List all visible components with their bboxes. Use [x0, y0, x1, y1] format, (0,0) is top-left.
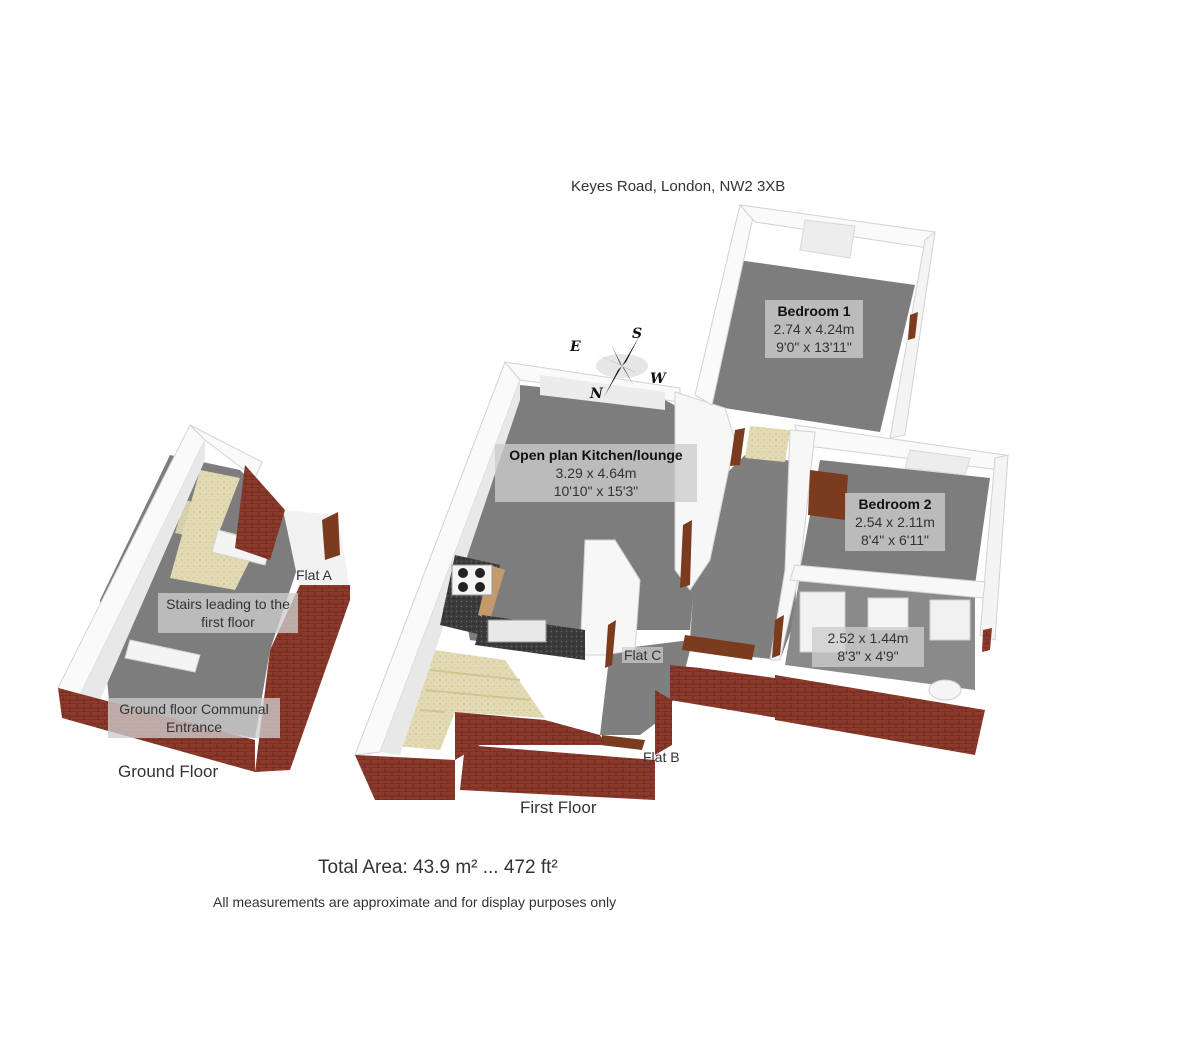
landing-carpet	[745, 426, 790, 462]
first-brick-bay	[670, 665, 790, 720]
bedroom1-name: Bedroom 1	[777, 303, 851, 319]
kitchen-sink	[487, 619, 547, 643]
kitchen-hob	[451, 564, 493, 596]
first-floor-label: First Floor	[520, 798, 597, 817]
door-threshold	[682, 635, 755, 660]
compass-north: N	[590, 386, 603, 402]
bedroom1-metric: 2.74 x 4.24m	[773, 321, 855, 337]
bedroom1-label: Bedroom 1 2.74 x 4.24m 9'0" x 13'11"	[765, 300, 863, 358]
bathroom-cabinet	[929, 599, 971, 641]
ground-wall-left-face	[80, 440, 205, 700]
bedroom1-imperial: 9'0" x 13'11"	[776, 339, 852, 355]
door-bathroom	[772, 615, 784, 658]
door-bedroom1	[730, 428, 745, 466]
disclaimer: All measurements are approximate and for…	[213, 894, 617, 910]
bathroom-wall	[789, 564, 986, 599]
bedroom1-window	[799, 219, 856, 259]
stairs-line1: Stairs leading to the	[166, 596, 290, 612]
first-wall-window-top	[540, 375, 665, 410]
bedroom2-metric: 2.54 x 2.11m	[855, 514, 935, 530]
entrance-label: Ground floor Communal Entrance	[108, 698, 280, 738]
flat-c-label: Flat C	[622, 647, 664, 663]
total-area: Total Area: 43.9 m² ... 472 ft²	[318, 857, 558, 878]
bedroom2-wall-right	[979, 454, 1009, 641]
bathroom-metric: 2.52 x 1.44m	[827, 630, 909, 646]
bedroom2-imperial: 8'4" x 6'11"	[861, 532, 929, 548]
bedroom2-label: Bedroom 2 2.54 x 2.11m 8'4" x 6'11"	[845, 493, 945, 551]
bedroom2-name: Bedroom 2	[858, 496, 932, 512]
kitchen-imperial: 10'10" x 15'3"	[553, 483, 639, 499]
ground-door	[322, 512, 340, 560]
hall-floor	[600, 455, 800, 735]
entrance-line2: Entrance	[165, 719, 223, 735]
first-brick-stair-side	[455, 712, 605, 760]
compass-south: S	[632, 326, 643, 342]
ground-brick-right	[235, 465, 285, 560]
bedroom2-window	[904, 449, 971, 476]
bathroom-label: 2.52 x 1.44m 8'3" x 4'9"	[812, 627, 924, 667]
first-brick-front-left	[355, 755, 455, 800]
kitchen-label: Open plan Kitchen/lounge 3.29 x 4.64m 10…	[495, 444, 697, 502]
door-kitchen	[680, 520, 692, 588]
flat-a-label: Flat A	[296, 567, 332, 583]
door-flat-c	[605, 620, 616, 668]
first-brick-front-long	[460, 745, 655, 800]
first-brick-flat-b	[655, 690, 672, 755]
first-wall-left-face	[380, 380, 520, 755]
property-address: Keyes Road, London, NW2 3XB	[571, 178, 786, 195]
bathroom-toilet	[928, 679, 962, 701]
compass-rose	[592, 335, 652, 397]
door-bedroom2	[808, 470, 848, 520]
kitchen-name: Open plan Kitchen/lounge	[509, 447, 683, 463]
bathroom-imperial: 8'3" x 4'9"	[837, 648, 899, 664]
first-brick-right	[775, 675, 985, 755]
ground-floor-label: Ground Floor	[118, 762, 219, 781]
bathroom-basin	[867, 597, 909, 631]
door-flat-b	[600, 735, 645, 750]
stairs-carpet-lower	[175, 500, 225, 540]
stairs-label: Stairs leading to the first floor	[158, 593, 298, 633]
ground-wall-mid	[124, 639, 201, 673]
door-bedroom1-right	[908, 312, 918, 340]
kitchen-metric: 3.29 x 4.64m	[555, 465, 637, 481]
hall-wall-right	[769, 429, 816, 661]
stairs-line2: first floor	[201, 614, 255, 630]
first-brick-bedroom2-edge	[982, 628, 992, 652]
compass-west: W	[650, 371, 666, 387]
entrance-line1: Ground floor Communal	[119, 701, 269, 717]
compass-east: E	[570, 339, 581, 355]
flat-b-label: Flat B	[643, 749, 680, 765]
